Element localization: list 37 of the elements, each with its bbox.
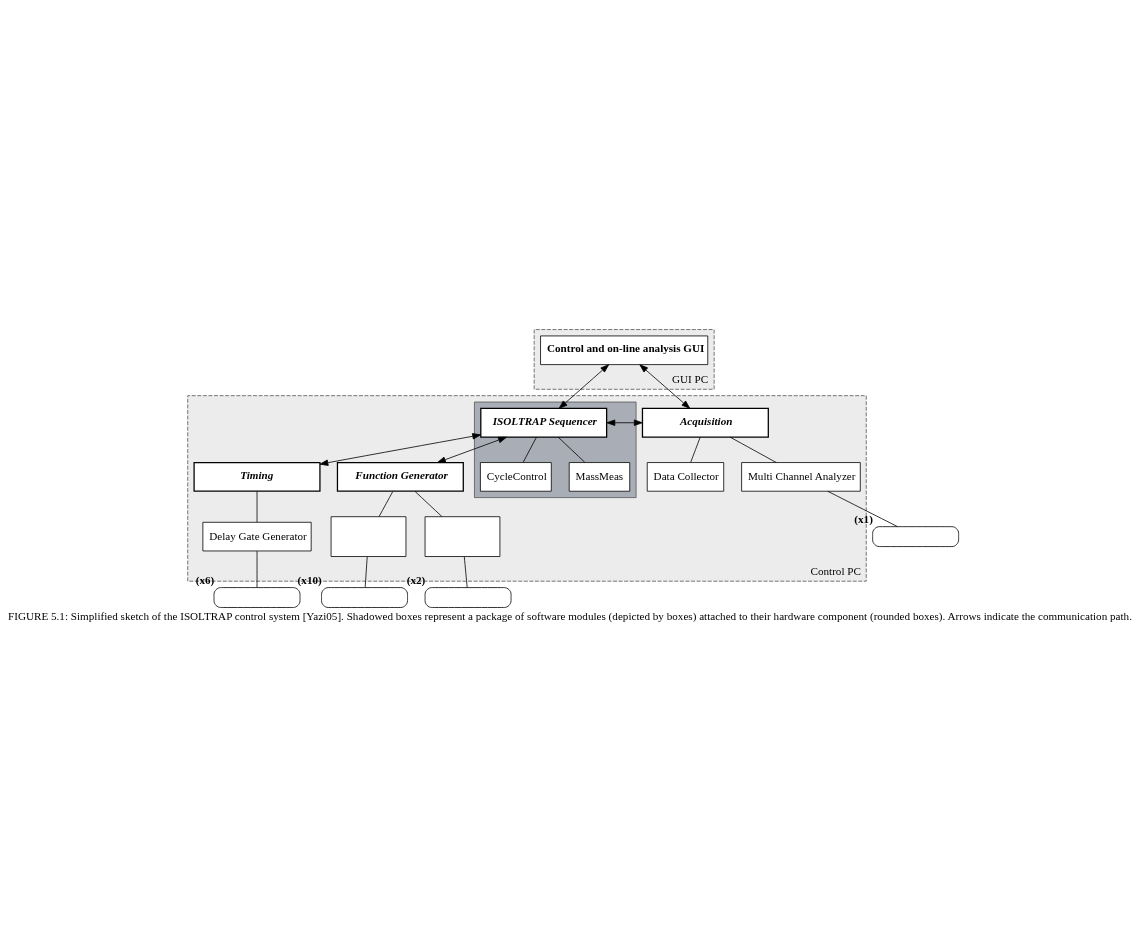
connector bbox=[463, 556, 468, 588]
node-rounded bbox=[424, 587, 512, 608]
arrow bbox=[319, 433, 482, 466]
node-box bbox=[424, 516, 501, 557]
caption: FIGURE 5.1: Simplified sketch of the ISOLTRAP control system [Yazi05]. Shadowed boxes represent a package of software modules (depicted by boxes) attached to their hardware component (rounded boxes). Arrows indicate the communication path. bbox=[8, 609, 1132, 622]
connector bbox=[729, 436, 777, 463]
connector bbox=[414, 491, 443, 518]
node-label: (x6) bbox=[195, 573, 215, 586]
arrow bbox=[558, 364, 610, 409]
connector bbox=[690, 436, 701, 463]
node-box: ISOLTRAP Sequencer bbox=[480, 407, 608, 438]
node-box: Data Collector bbox=[646, 462, 725, 492]
connector bbox=[364, 556, 368, 588]
arrow bbox=[606, 419, 643, 426]
arrow bbox=[437, 436, 507, 463]
node-box: MassMeas bbox=[568, 462, 631, 492]
connector bbox=[256, 491, 258, 523]
node-box: Control and on-line analysis GUI bbox=[540, 335, 709, 365]
node-rounded bbox=[872, 526, 960, 547]
node-box: Multi Channel Analyzer bbox=[741, 462, 861, 492]
node-box: Acquisition bbox=[641, 407, 769, 438]
node-box: Delay Gate Generator bbox=[202, 521, 312, 552]
node-rounded bbox=[213, 587, 301, 608]
connector bbox=[522, 436, 537, 463]
node-label: (x10) bbox=[297, 573, 322, 586]
node-box bbox=[330, 516, 407, 557]
node-box: CycleControl bbox=[480, 462, 552, 492]
node-box: Function Generator bbox=[336, 461, 464, 492]
connector bbox=[256, 550, 258, 588]
node-rounded bbox=[321, 587, 408, 608]
connector bbox=[827, 490, 898, 527]
connector bbox=[378, 491, 394, 518]
connector bbox=[557, 436, 586, 463]
arrow bbox=[639, 364, 691, 409]
node-box: Timing bbox=[193, 461, 321, 492]
node-label: (x2) bbox=[406, 573, 426, 586]
node-label: (x1) bbox=[854, 512, 873, 525]
